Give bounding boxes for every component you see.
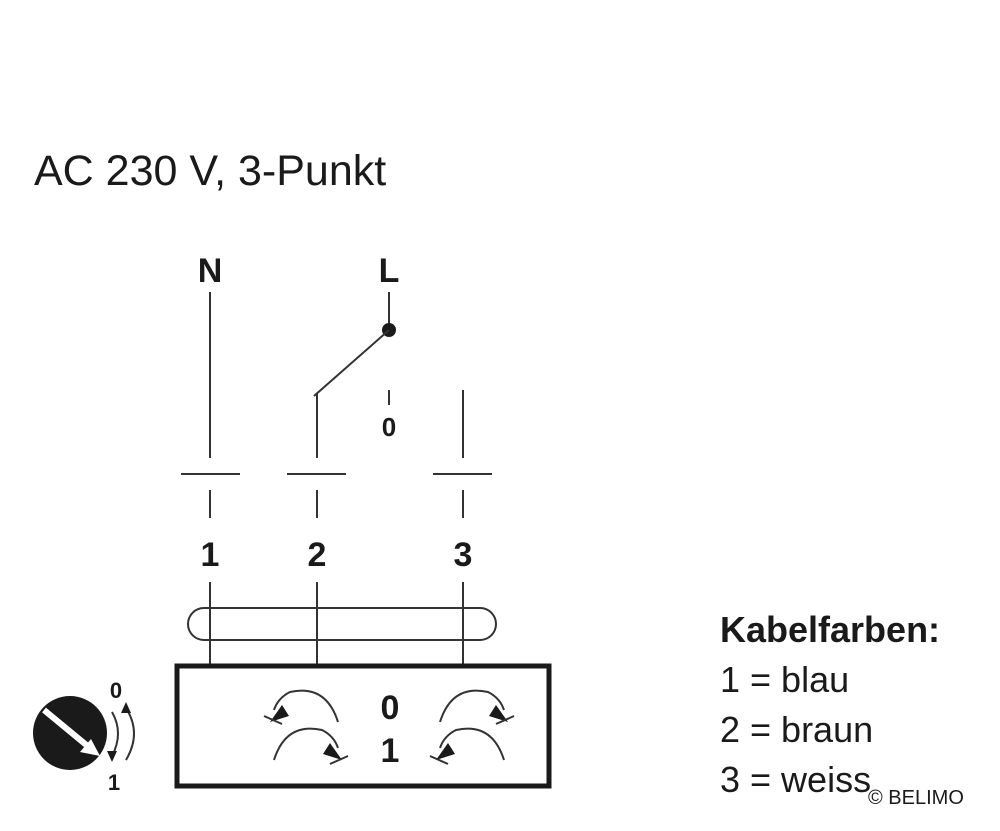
arrow-ccw-icon [273, 689, 339, 723]
knob-pointer-head [80, 739, 100, 756]
actuator-box [174, 663, 552, 789]
rotation-arrows [263, 689, 515, 765]
switch-arrow-up-icon [121, 702, 131, 713]
terminal-label-3: 3 [454, 536, 473, 574]
diagram-title: AC 230 V, 3-Punkt [34, 147, 387, 195]
legend-item: 3 = weiss [720, 759, 872, 800]
switch-pos-1: 1 [108, 770, 120, 795]
switch-arc-outer [125, 707, 135, 761]
arrowhead-icon [436, 743, 455, 760]
switch-pos-0: 0 [110, 678, 122, 703]
terminal-label-1: 1 [201, 536, 220, 574]
terminal-label-2: 2 [308, 536, 327, 574]
legend-heading: Kabelfarben: [720, 609, 941, 650]
cable-sheath [187, 607, 497, 641]
arrowhead-icon [270, 705, 289, 722]
switch-arrow-down-icon [107, 751, 117, 762]
copyright-notice: © BELIMO [868, 787, 964, 809]
switch-blade [313, 329, 390, 397]
legend-item: 1 = blau [720, 659, 850, 700]
direction-switch [33, 696, 135, 770]
arrow-tail [495, 715, 515, 725]
arrow-cw-icon [439, 689, 505, 723]
arrow-cw-icon [273, 727, 339, 761]
switch-open-label: 0 [382, 412, 396, 442]
knob-pointer [42, 707, 92, 751]
arrowhead-icon [323, 743, 342, 760]
arrow-tail [429, 755, 449, 765]
actuator-mode-1: 1 [381, 732, 400, 770]
cable-colour-legend: Kabelfarben: 1 = blau 2 = braun 3 = weis… [720, 605, 940, 805]
arrow-tail [329, 755, 349, 765]
switch-arc-inner [111, 711, 119, 757]
neutral-label: N [198, 252, 223, 290]
arrowhead-icon [489, 705, 508, 722]
arrow-tail [263, 715, 283, 725]
actuator-mode-0: 0 [381, 689, 400, 727]
arrow-ccw-icon [439, 727, 505, 761]
line-label: L [379, 252, 400, 290]
legend-item: 2 = braun [720, 709, 874, 750]
